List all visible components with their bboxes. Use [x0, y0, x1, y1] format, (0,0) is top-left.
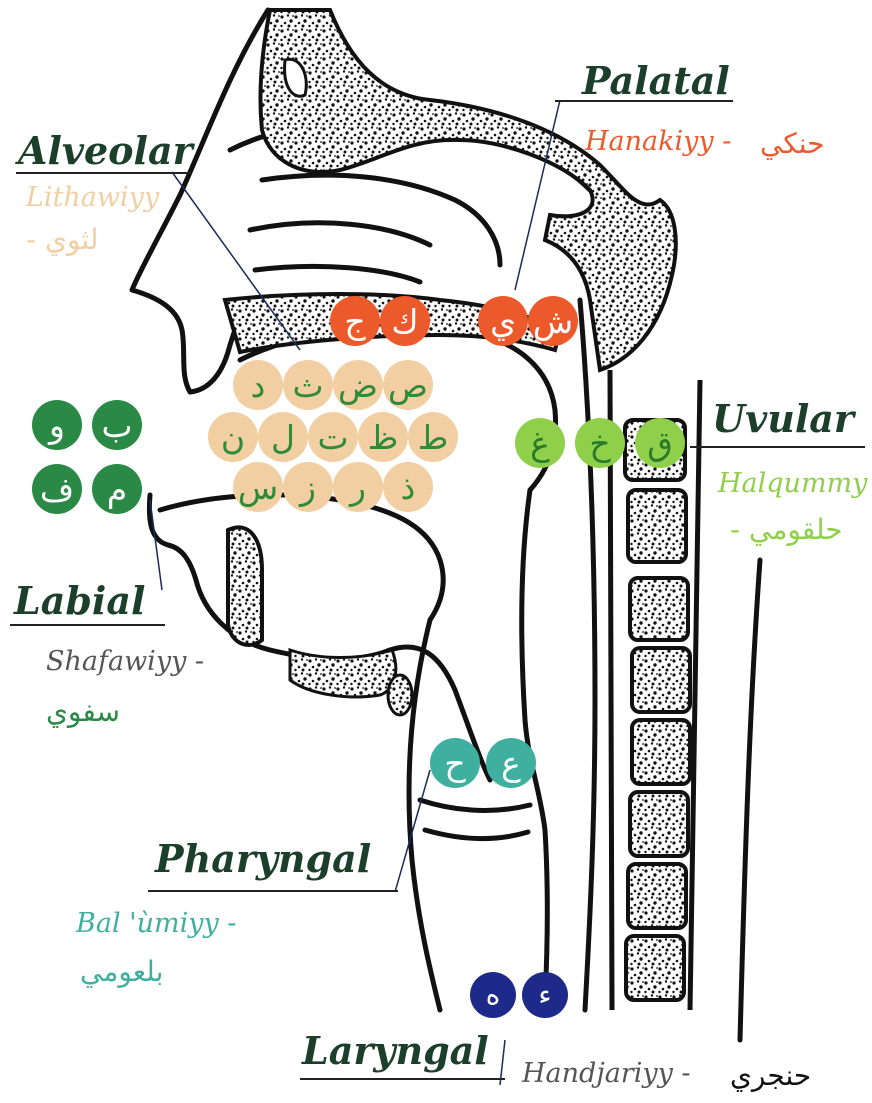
uvular-underline: [690, 446, 865, 448]
lower-lip-chin: [149, 495, 390, 659]
palatal-title: Palatal: [582, 62, 730, 100]
letter-alveolar-r3-2: ز: [283, 462, 333, 512]
palatal-translit: Hanakiyy -: [585, 128, 731, 155]
letter-palatal-2: ك: [380, 296, 430, 346]
vertebrae: [625, 420, 690, 1000]
alveolar-arabic: لثوي -: [26, 226, 98, 254]
pharynx-back: [580, 300, 595, 1010]
labial-title: Labial: [14, 582, 145, 620]
letter-pharyngeal-1: ح: [430, 738, 480, 788]
letter-palatal-4: ش: [528, 296, 578, 346]
letter-uvular-3: ق: [635, 418, 685, 468]
laryngeal-title: Laryngal: [302, 1032, 489, 1070]
letter-alveolar-r2-3: ت: [308, 412, 358, 462]
letter-pharyngeal-2: ع: [486, 738, 536, 788]
letter-alveolar-r1-2: ث: [283, 360, 333, 410]
labial-underline: [10, 624, 165, 626]
letter-palatal-3: ي: [478, 296, 528, 346]
pharyngeal-arabic: بلعومي: [80, 958, 163, 986]
mandible: [228, 527, 262, 645]
letter-labial-r1-2: ب: [92, 400, 142, 450]
uvular-title: Uvular: [712, 400, 854, 438]
letter-uvular-2: خ: [575, 418, 625, 468]
alveolar-underline: [16, 172, 191, 174]
pharyngeal-title: Pharyngal: [155, 840, 371, 878]
alveolar-translit: Lithawiyy: [26, 184, 159, 211]
pharyngeal-underline: [148, 890, 398, 892]
neck-back: [740, 560, 760, 1040]
pharyngeal-translit: Bal 'ùmiyy -: [76, 910, 236, 937]
letter-laryngeal-2: ء: [522, 972, 568, 1018]
letter-alveolar-r2-1: ن: [208, 412, 258, 462]
letter-alveolar-r3-1: س: [233, 462, 283, 512]
laryngeal-translit: Handjariyy -: [522, 1060, 691, 1087]
letter-alveolar-r3-4: ذ: [383, 462, 433, 512]
labial-arabic: سفوي: [46, 698, 120, 726]
uvular-translit: Halqummy: [718, 470, 867, 497]
uvular-arabic: حلقومي -: [730, 516, 843, 544]
pharynx-front: [409, 620, 440, 1010]
letter-alveolar-r1-3: ض: [333, 360, 383, 410]
letter-alveolar-r2-4: ظ: [358, 412, 408, 462]
letter-palatal-1: ج: [330, 296, 380, 346]
labial-translit: Shafawiyy -: [46, 648, 204, 675]
letter-alveolar-r1-1: د: [233, 360, 283, 410]
larynx: [420, 800, 530, 810]
laryngeal-underline: [300, 1078, 505, 1080]
letter-alveolar-r2-2: ل: [258, 412, 308, 462]
letter-alveolar-r2-5: ط: [408, 412, 458, 462]
letter-labial-r2-1: ف: [32, 464, 82, 514]
laryngeal-arabic: حنجري: [730, 1062, 811, 1090]
palatal-arabic: حنكي: [760, 130, 825, 158]
letter-labial-r2-2: م: [92, 464, 142, 514]
letter-labial-r1-1: و: [32, 400, 82, 450]
palatal-underline: [555, 100, 733, 102]
letter-alveolar-r3-3: ر: [333, 462, 383, 512]
letter-uvular-1: غ: [515, 418, 565, 468]
letter-laryngeal-1: ه: [470, 972, 516, 1018]
alveolar-title: Alveolar: [18, 132, 193, 170]
letter-alveolar-r1-4: ص: [383, 360, 433, 410]
